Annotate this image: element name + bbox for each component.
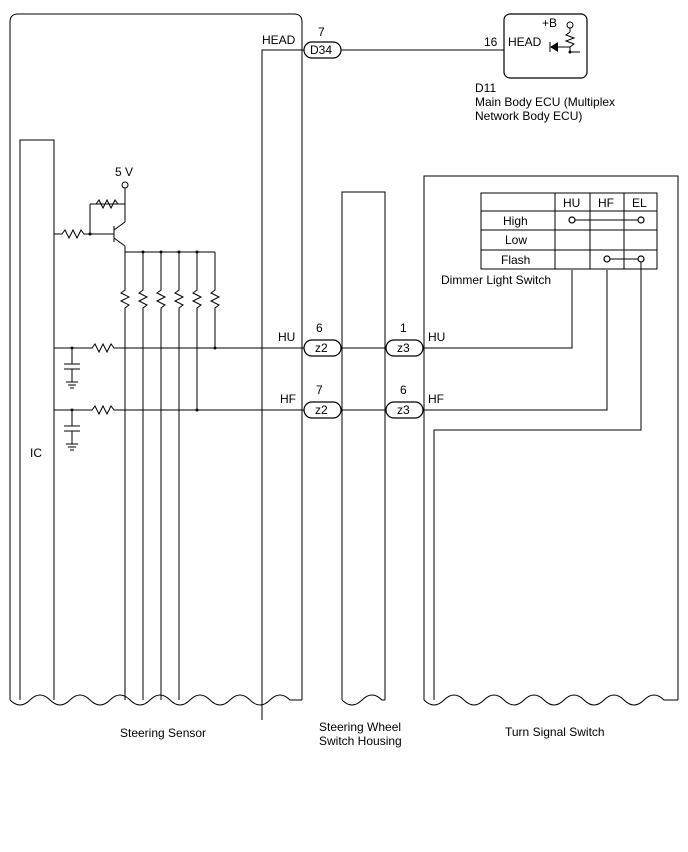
supply-terminal: [121, 181, 129, 189]
row-high: High: [503, 214, 528, 228]
bias-resistor: [90, 198, 125, 210]
flash-contact-hf: [603, 255, 611, 263]
ecu-code: D11: [475, 81, 496, 95]
z3-hf-name: z3: [397, 403, 410, 417]
ecu-box: [503, 13, 588, 79]
ecu-supply-label: +B: [542, 16, 557, 30]
hf-capacitor-icon: [64, 410, 80, 451]
z3-hu-pin: 1: [400, 321, 407, 335]
z2-hf-pin: 7: [316, 383, 323, 397]
dimmer-switch-title: Dimmer Light Switch: [441, 273, 551, 287]
z2-hu-pin: 6: [316, 321, 323, 335]
steering-sensor-break: [9, 694, 302, 706]
d34-pin: 7: [318, 25, 325, 39]
d34-connector: [303, 41, 342, 59]
hu-input-resistor: [54, 342, 304, 354]
base-resistor: [54, 228, 114, 240]
turn-switch-inner: [433, 260, 642, 700]
flash-contact-el: [637, 255, 645, 263]
turn-switch-label: Turn Signal Switch: [505, 725, 605, 739]
ecu-head-label: HEAD: [508, 35, 542, 49]
z2-hu-name: z2: [315, 341, 328, 355]
dimmer-switch-table: HU HF EL High Low Flash: [480, 192, 658, 270]
z3-hf-pin: 6: [400, 383, 407, 397]
turn-switch-break: [423, 694, 678, 706]
ic-label: IC: [30, 446, 42, 460]
high-contact-hu: [568, 216, 576, 224]
row-low: Low: [505, 233, 527, 247]
resistor-bank: [119, 250, 221, 700]
hf-label-sensor: HF: [280, 392, 296, 406]
hf-input-resistor: [54, 404, 304, 416]
housing-body: [341, 191, 386, 700]
col-hf: HF: [598, 196, 614, 210]
col-el: EL: [632, 196, 647, 210]
hu-label-sensor: HU: [278, 330, 295, 344]
head-wire-internal: [261, 49, 304, 720]
ecu-name-line2: Network Body ECU): [475, 109, 582, 123]
steering-sensor-body: [9, 13, 303, 700]
housing-label-line1: Steering Wheel: [319, 720, 401, 734]
diode-icon: [550, 42, 558, 52]
ecu-name-line1: Main Body ECU (Multiplex: [475, 95, 615, 109]
z3-hu-name: z3: [397, 341, 410, 355]
turn-switch-body: [423, 175, 679, 700]
col-hu: HU: [563, 196, 580, 210]
housing-break: [341, 694, 385, 706]
voltage-label: 5 V: [115, 165, 133, 179]
ic-block: [19, 139, 55, 700]
z2-hf-name: z2: [315, 403, 328, 417]
housing-label-line2: Switch Housing: [319, 734, 402, 748]
ecu-pin: 16: [484, 35, 498, 49]
head-label: HEAD: [262, 33, 296, 47]
hu-wire-switch: [423, 270, 573, 349]
steering-sensor-label: Steering Sensor: [120, 726, 206, 740]
hu-capacitor-icon: [64, 348, 80, 389]
hf-wire-switch: [423, 270, 608, 411]
hf-label-switch: HF: [428, 392, 444, 406]
hu-label-switch: HU: [428, 330, 445, 344]
d34-name: D34: [310, 43, 332, 57]
row-flash: Flash: [501, 253, 530, 267]
high-contact-el: [637, 216, 645, 224]
